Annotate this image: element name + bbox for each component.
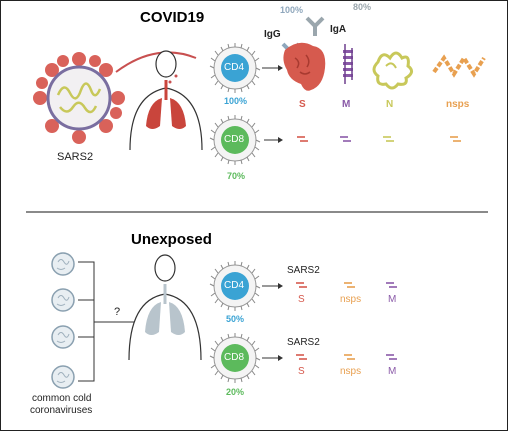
covid19-title: COVID19 (140, 9, 205, 26)
protein-label-nsps: nsps (446, 99, 470, 110)
sars2-virus-icon (33, 52, 125, 144)
infected-human-icon (129, 50, 203, 151)
cd8-top-percent: 70% (227, 171, 246, 181)
infection-arrow (115, 51, 197, 73)
cd4-bottom-percent: 50% (226, 314, 245, 324)
igg-label: IgG (264, 29, 281, 40)
cd8-top-epitope-marks (297, 136, 461, 142)
common-cold-virus-icons (51, 252, 75, 389)
cd4-bottom-protein-s: S (298, 294, 305, 305)
sars2-virus-label: SARS2 (57, 151, 94, 163)
cd8-bottom-arrow (262, 355, 283, 361)
nucleocapsid-protein-icon (372, 51, 413, 90)
cd8-bottom-protein-m: M (388, 366, 397, 377)
cd8-top-label: CD8 (224, 134, 245, 145)
cd4-cell-top-icon (209, 42, 261, 94)
cd8-bottom-percent: 20% (226, 387, 245, 397)
cd8-bottom-heading: SARS2 (287, 337, 320, 348)
unexposed-title: Unexposed (131, 231, 212, 248)
virus-bracket (78, 261, 143, 382)
unexposed-human-icon (128, 254, 202, 361)
cd4-bottom-protein-nsps: nsps (340, 294, 362, 305)
cd8-to-protein-arrow (264, 137, 283, 143)
cd8-cell-top-icon (209, 114, 261, 166)
cd8-bottom-protein-nsps: nsps (340, 366, 362, 377)
iga-percent: 80% (353, 2, 372, 12)
cd4-bottom-heading: SARS2 (287, 265, 320, 276)
question-mark: ? (114, 306, 121, 318)
cd4-to-protein-arrow (262, 65, 283, 71)
protein-label-n: N (386, 99, 394, 110)
virus-caption-line1: common cold (32, 393, 92, 404)
spike-protein-icon (283, 42, 326, 91)
cd8-bottom-protein-s: S (298, 366, 305, 377)
cd4-top-percent: 100% (224, 96, 248, 106)
cd4-bottom-protein-m: M (388, 294, 397, 305)
cd4-top-label: CD4 (224, 62, 245, 73)
protein-label-m: M (342, 99, 351, 110)
igg-percent: 100% (280, 5, 304, 15)
cd8-bottom-epitope-marks (296, 354, 397, 360)
cd4-bottom-arrow (262, 283, 283, 289)
membrane-protein-icon (343, 44, 353, 84)
iga-label: IgA (330, 24, 347, 35)
cd8-bottom-label: CD8 (224, 352, 245, 363)
nsps-protein-icon (432, 54, 486, 78)
cd4-bottom-label: CD4 (224, 280, 245, 291)
protein-label-s: S (299, 99, 306, 110)
cd8-cell-bottom-icon (209, 332, 261, 384)
cd4-cell-bottom-icon (209, 260, 261, 312)
virus-caption-line2: coronaviruses (30, 405, 93, 416)
cd4-bottom-epitope-marks (296, 282, 397, 288)
iga-antibody-icon (305, 16, 325, 36)
